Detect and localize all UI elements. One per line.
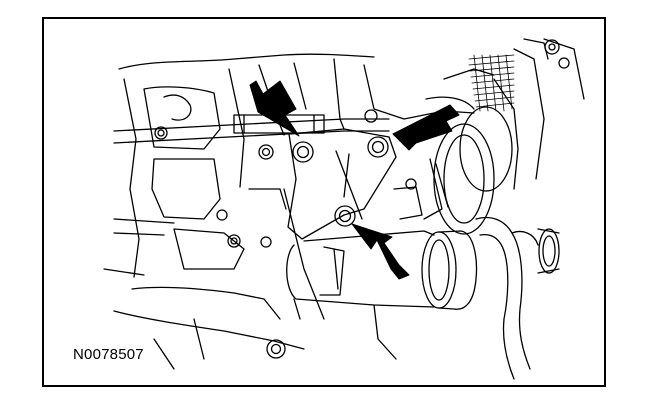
callout-arrow-lower <box>351 223 410 280</box>
drive-belt-texture <box>468 54 515 112</box>
upper-right-fittings <box>523 38 570 69</box>
figure-reference-number: N0078507 <box>73 346 144 363</box>
bolts <box>154 109 417 359</box>
mounting-bracket <box>287 128 397 240</box>
callout-arrow-right <box>392 104 460 151</box>
callout-arrow-upper-left <box>249 80 300 137</box>
engine-block <box>103 53 475 370</box>
pulley-assembly <box>393 38 585 235</box>
cylindrical-housing <box>286 230 478 360</box>
support-rail <box>113 114 390 144</box>
coolant-hose <box>475 216 560 380</box>
callout-arrows <box>249 80 460 280</box>
figure-frame: N0078507 <box>42 17 606 387</box>
engine-line-drawing <box>103 38 585 380</box>
